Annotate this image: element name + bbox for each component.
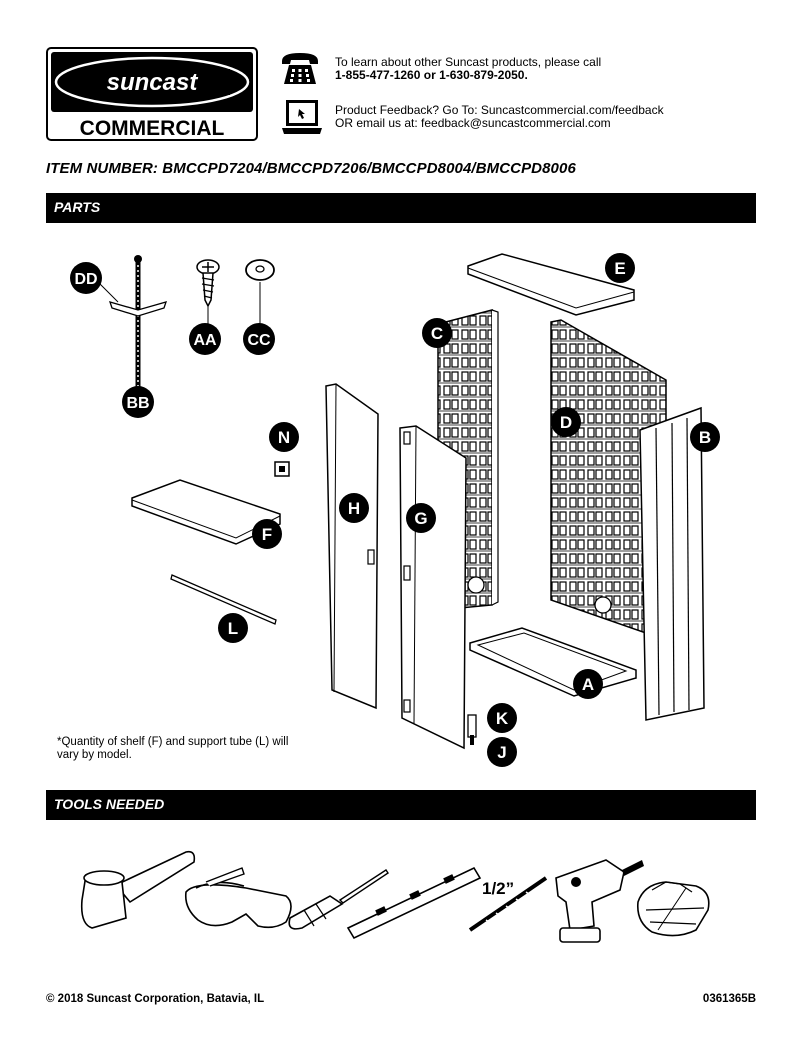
svg-text:B: B [699,428,711,447]
safety-glasses-icon [184,867,292,929]
parts-diagram: DD AA CC BB E C D B N H G F L A K J [70,253,720,767]
svg-text:E: E [614,259,625,278]
label-j: J [487,737,517,767]
drill-bit-size: 1/2” [482,879,514,898]
parts-section-title: PARTS [54,199,101,215]
svg-text:H: H [348,499,360,518]
label-a: A [573,669,603,699]
label-cc: CC [243,323,275,355]
svg-text:BB: BB [126,395,149,412]
power-drill-icon [555,859,644,943]
tools-diagram: 1/2” [80,850,710,943]
label-c: C [422,318,452,348]
svg-text:A: A [582,675,594,694]
label-h: H [339,493,369,523]
part-l-support-tube [170,574,277,625]
item-number: ITEM NUMBER: BMCCPD7204/BMCCPD7206/BMCCP… [46,160,576,177]
part-e-top-panel [467,253,635,316]
copyright: © 2018 Suncast Corporation, Batavia, IL [46,993,265,1005]
part-n-hinge [274,461,290,477]
svg-text:L: L [228,619,238,638]
document-number: 0361365B [702,993,756,1005]
label-b: B [690,422,720,452]
label-g: G [406,503,436,533]
feedback-text-line1[interactable]: Product Feedback? Go To: Suncastcommerci… [335,103,664,117]
label-k: K [487,703,517,733]
part-g-door [399,425,467,750]
screwdriver-icon [288,869,389,930]
logo-subtitle: COMMERCIAL [80,117,225,140]
feedback-email[interactable]: OR email us at: feedback@suncastcommerci… [335,116,611,130]
svg-text:DD: DD [74,271,97,288]
level-icon [346,866,482,940]
svg-text:CC: CC [247,332,271,349]
parts-section-header: PARTS [46,193,756,223]
quantity-note-line2: vary by model. [57,749,132,761]
label-bb: BB [122,386,154,418]
svg-text:F: F [262,525,272,544]
tools-section-title: TOOLS NEEDED [54,796,165,812]
suncast-commercial-logo: suncast COMMERCIAL [46,47,258,141]
quantity-note-line1: *Quantity of shelf (F) and support tube … [57,736,289,748]
part-h-door [325,383,379,710]
part-aa-screw [196,259,220,325]
part-a-bottom-panel [469,627,637,697]
mallet-icon [80,850,196,929]
svg-text:N: N [278,428,290,447]
part-k-j-latch [467,714,477,745]
part-cc-washer [245,259,275,325]
phone-numbers: 1-855-477-1260 or 1-630-879-2050. [335,68,528,82]
svg-text:J: J [497,743,506,762]
drill-bit-icon: 1/2” [468,876,548,932]
telephone-icon [282,53,318,84]
svg-text:G: G [414,509,427,528]
part-dd-bb-rod [108,255,168,390]
tools-section-header: TOOLS NEEDED [46,790,756,820]
svg-text:C: C [431,324,443,343]
laptop-icon [282,100,322,134]
quantity-note: *Quantity of shelf (F) and support tube … [57,736,288,762]
phone-text-line1: To learn about other Suncast products, p… [335,55,602,69]
svg-text:D: D [560,413,572,432]
work-gloves-icon [636,881,710,937]
logo-wordmark: suncast [107,69,199,96]
svg-text:K: K [496,709,509,728]
label-d: D [551,407,581,437]
label-dd: DD [70,262,102,294]
svg-text:AA: AA [193,332,217,349]
label-e: E [605,253,635,283]
label-l: L [218,613,248,643]
label-n: N [269,422,299,452]
part-labels: DD AA CC BB E C D B N H G F L A K J [70,253,720,767]
label-f: F [252,519,282,549]
label-aa: AA [189,323,221,355]
part-b-door [639,406,705,721]
